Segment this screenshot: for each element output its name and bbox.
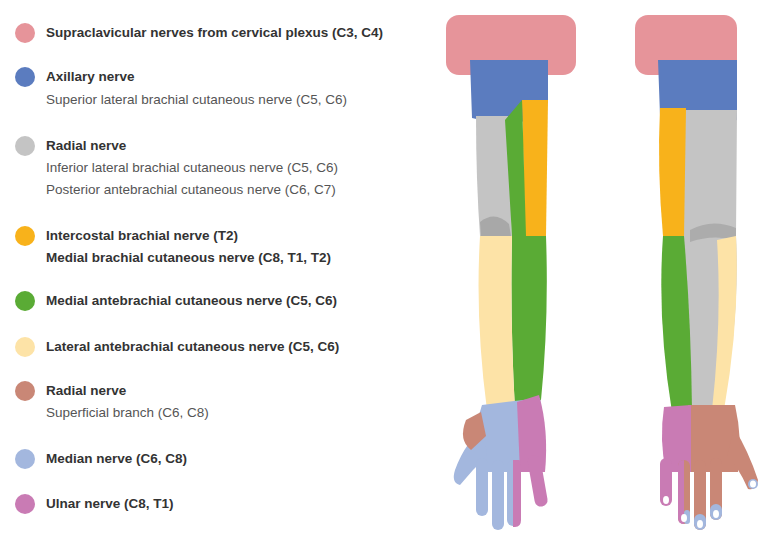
median-fingertip — [694, 514, 706, 530]
medial-antebrachial-region — [661, 236, 692, 412]
legend-text: Intercostal brachial nerve (T2) — [46, 227, 238, 245]
median-fingertip — [710, 504, 722, 520]
ring-finger-ulnar — [513, 460, 521, 527]
index-finger — [710, 458, 722, 520]
legend-swatch — [15, 226, 35, 246]
legend-text: Medial antebrachial cutaneous nerve (C5,… — [46, 292, 337, 310]
legend-text: Median nerve (C6, C8) — [46, 450, 187, 468]
fingernail — [681, 514, 687, 522]
superficial-radial-region — [463, 412, 486, 450]
legend-text: Lateral antebrachial cutaneous nerve (C5… — [46, 338, 339, 356]
legend-text: Axillary nerve — [46, 68, 135, 86]
legend-text: Supraclavicular nerves from cervical ple… — [46, 24, 383, 42]
nerve-branch-label: Inferior lateral brachial cutaneous nerv… — [46, 159, 338, 177]
lateral-antebrachial-region — [479, 236, 515, 410]
thumb — [727, 428, 758, 489]
legend-text: Radial nerve — [46, 382, 126, 400]
fingernail — [663, 496, 669, 504]
little-finger — [660, 458, 672, 506]
legend-swatch — [15, 67, 35, 87]
legend-swatch — [15, 449, 35, 469]
fingernail — [713, 510, 719, 518]
middle-finger — [694, 460, 706, 530]
index-finger — [476, 458, 488, 516]
nerve-branch-label: Superficial branch (C6, C8) — [46, 404, 209, 422]
nerve-branch-label: Medial brachial cutaneous nerve (C8, T1,… — [46, 249, 331, 267]
anterior-arm — [446, 15, 576, 530]
fingernail — [697, 520, 703, 528]
nerve-branch-label: Posterior antebrachial cutaneous nerve (… — [46, 181, 336, 199]
legend-swatch — [15, 381, 35, 401]
fingernail — [750, 481, 756, 488]
intercostal-brachial-region — [522, 100, 548, 236]
median-fingertip — [748, 479, 758, 489]
legend-text: Ulnar nerve (C8, T1) — [46, 495, 174, 513]
legend-swatch — [15, 291, 35, 311]
legend-swatch — [15, 337, 35, 357]
intercostal-brachial-region — [659, 108, 686, 236]
little-finger — [527, 454, 549, 507]
lateral-antebrachial-region — [712, 236, 737, 410]
nerve-branch-label: Superior lateral brachial cutaneous nerv… — [46, 91, 347, 109]
posterior-arm — [635, 15, 758, 530]
legend-swatch — [15, 136, 35, 156]
middle-finger — [492, 460, 504, 530]
ring-finger — [678, 460, 690, 524]
legend-swatch — [15, 23, 35, 43]
elbow-crease — [480, 216, 511, 236]
legend-swatch — [15, 494, 35, 514]
legend-text: Radial nerve — [46, 137, 126, 155]
